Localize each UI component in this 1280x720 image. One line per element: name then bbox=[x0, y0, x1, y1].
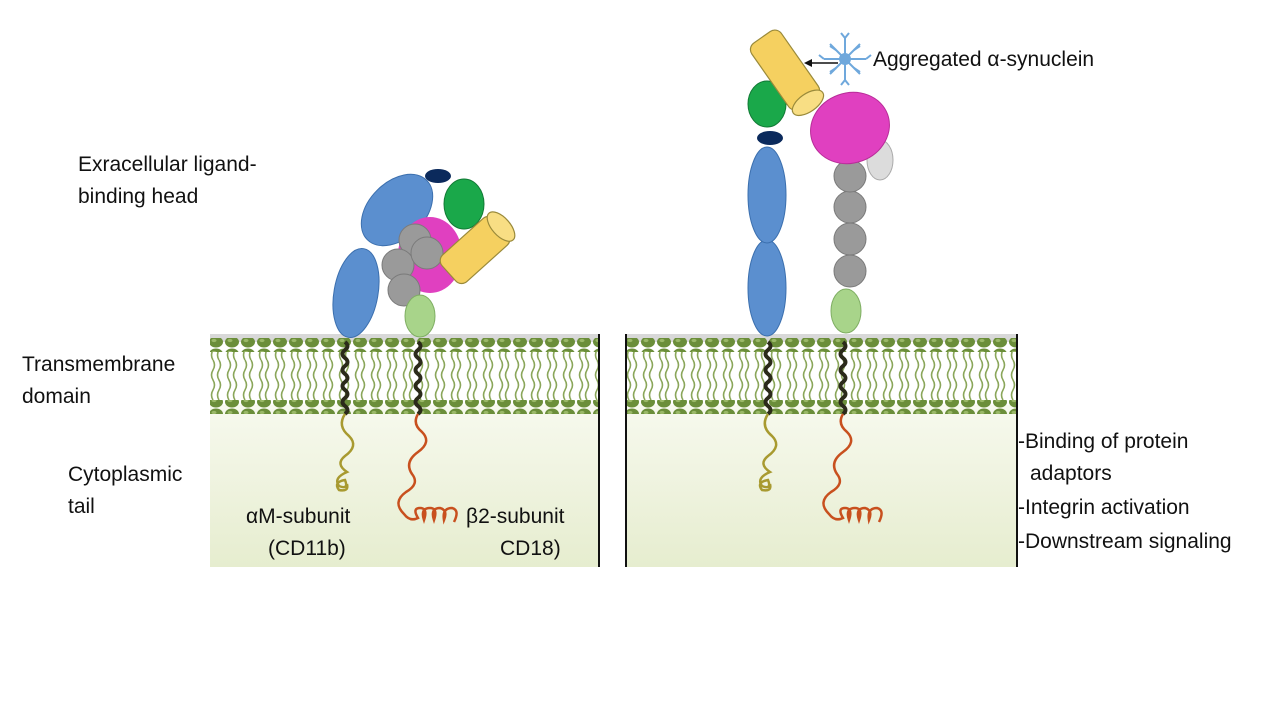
membrane-bottom-heads-left bbox=[210, 400, 598, 414]
alpha-calf-domain-left bbox=[332, 248, 380, 338]
grey-domain-1-right bbox=[833, 254, 867, 288]
membrane-top-heads-right bbox=[627, 338, 1016, 352]
cytoplasmic-label-2: tail bbox=[68, 495, 95, 518]
propeller-green-right bbox=[747, 80, 787, 128]
outcome-binding-label: -Binding of protein bbox=[1018, 430, 1188, 453]
grey-domain-4-right bbox=[833, 159, 867, 193]
alpha-calf-domain-right bbox=[747, 239, 787, 337]
membrane-top-heads-left bbox=[210, 338, 598, 352]
outcome-activation-label: -Integrin activation bbox=[1018, 496, 1190, 519]
grey-domain-2-right bbox=[833, 222, 867, 256]
right-panel bbox=[625, 29, 1018, 567]
outcome-adaptors-label: adaptors bbox=[1030, 462, 1112, 485]
synuclein-aggregate-icon bbox=[818, 32, 872, 86]
aggregated-synuclein-label: Aggregated α-synuclein bbox=[873, 48, 1094, 71]
grey-domain-3-left bbox=[410, 236, 444, 270]
yellow-ligand-right bbox=[749, 29, 825, 117]
transmembrane-label-2: domain bbox=[22, 385, 91, 408]
alpha-tm-helix-left bbox=[340, 340, 350, 416]
alpha-thigh-domain-right bbox=[747, 146, 787, 244]
cytoplasm-right bbox=[627, 405, 1016, 567]
binding-arrowhead bbox=[804, 59, 812, 67]
dark-cap-left bbox=[425, 169, 451, 183]
yellow-ligand-left bbox=[439, 211, 516, 285]
ligand-head-label-2: binding head bbox=[78, 185, 198, 208]
light-green-domain-right bbox=[830, 288, 862, 334]
membrane-tails-left bbox=[210, 352, 598, 400]
membrane-bottom-heads-right bbox=[627, 400, 1016, 414]
ligand-head-label-1: Exracellular ligand- bbox=[78, 153, 257, 176]
beta-tail-left bbox=[397, 413, 458, 525]
beta-tm-helix-left bbox=[413, 340, 423, 416]
cytoplasm-left bbox=[210, 405, 598, 567]
light-green-domain-left bbox=[404, 294, 436, 338]
beta-tail-right bbox=[822, 413, 883, 525]
cytoplasmic-label-1: Cytoplasmic bbox=[68, 463, 182, 486]
transmembrane-label-1: Transmembrane bbox=[22, 353, 175, 376]
left-panel bbox=[210, 169, 600, 567]
membrane-tails-right bbox=[627, 352, 1016, 400]
beta-tm-helix-right bbox=[838, 340, 848, 416]
magenta-domain-right bbox=[810, 91, 890, 165]
beta-subunit-label-2: CD18) bbox=[500, 537, 561, 560]
propeller-green-left bbox=[443, 178, 485, 230]
alpha-tail-left bbox=[335, 413, 355, 492]
alpha-subunit-label-1: αM-subunit bbox=[246, 505, 351, 528]
dark-cap-right bbox=[757, 131, 783, 145]
outcome-signaling-label: -Downstream signaling bbox=[1018, 530, 1232, 553]
grey-domain-3-right bbox=[833, 190, 867, 224]
alpha-tail-right bbox=[758, 413, 778, 492]
alpha-tm-helix-right bbox=[763, 340, 773, 416]
beta-subunit-label-1: β2-subunit bbox=[466, 505, 565, 528]
alpha-subunit-label-2: (CD11b) bbox=[268, 537, 346, 560]
